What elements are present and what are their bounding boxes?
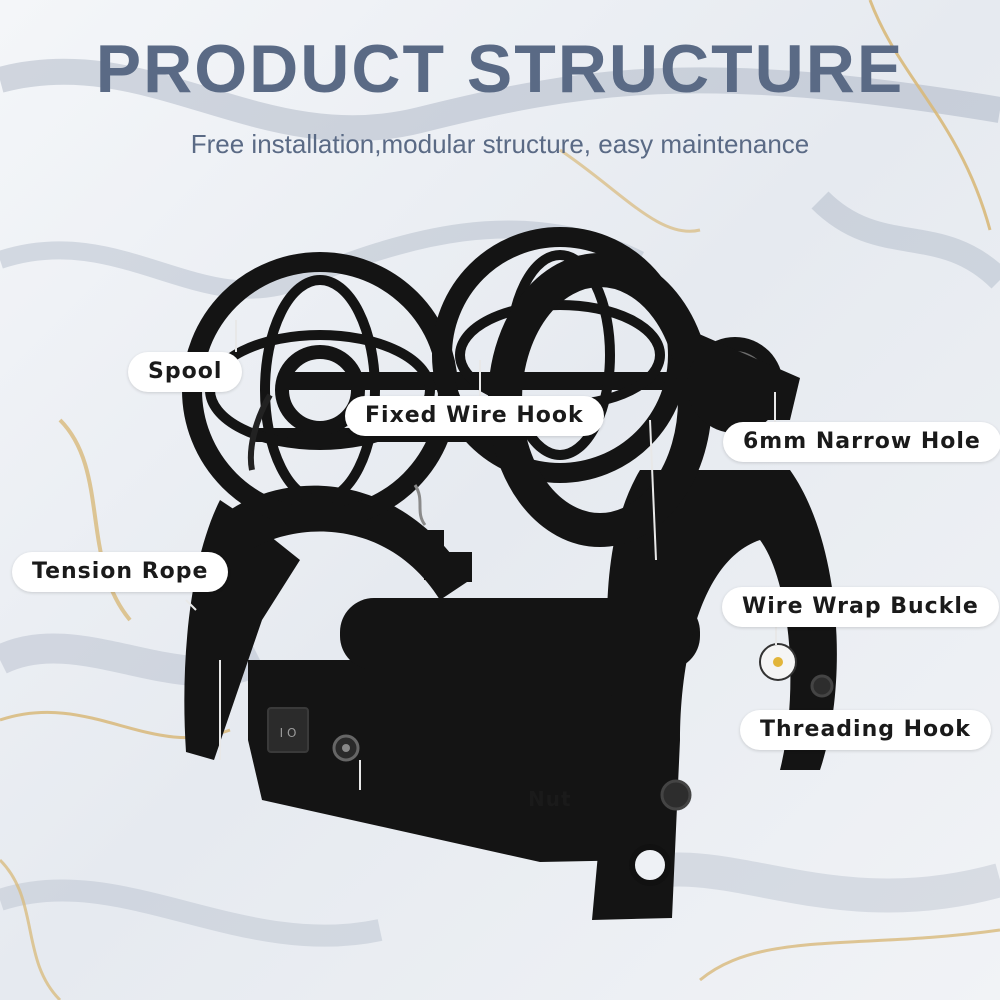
base-box [248,660,640,862]
right-frame [592,470,837,920]
power-switch [267,707,309,753]
wire-buckle-tab [432,552,472,582]
label-nut: Nut [528,787,572,811]
label-narrow-hole: 6mm Narrow Hole [723,422,1000,462]
svg-text:I O: I O [280,726,297,740]
label-wire-wrap-buckle: Wire Wrap Buckle [722,587,999,627]
label-spool: Spool [128,352,243,392]
label-tension-rope: Tension Rope [12,552,229,592]
label-threading-hook: Threading Hook [740,710,991,750]
page-title: PRODUCT STRUCTURE [95,31,905,107]
page-subtitle: Free installation,modular structure, eas… [190,129,810,159]
label-fixed-wire-hook: Fixed Wire Hook [345,396,604,436]
